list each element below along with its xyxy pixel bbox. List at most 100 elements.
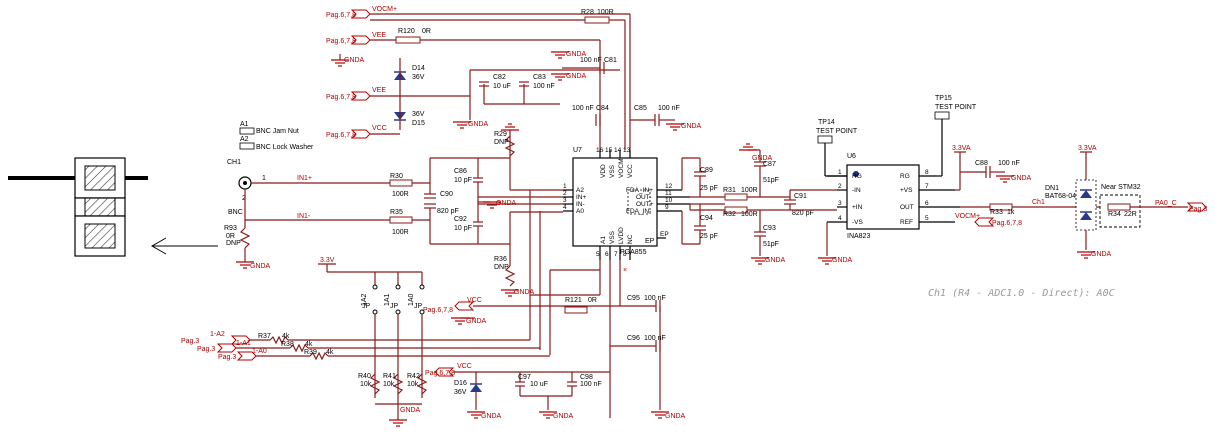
net-in-plus: IN1+	[297, 175, 312, 182]
r28-ref: R28	[581, 9, 594, 16]
d16-val: 36V	[454, 389, 467, 396]
gnda-8: GNDA	[250, 263, 271, 270]
r38-val: 4k	[305, 341, 313, 348]
c89-val: 25 pF	[700, 185, 718, 192]
c90-ref: C90	[440, 191, 453, 198]
c89-ref: C89	[700, 167, 713, 174]
dn1-ref: DN1	[1045, 185, 1059, 192]
tp15-ref: TP15	[935, 95, 952, 102]
gnda-18: GNDA	[553, 413, 574, 420]
a2-ref: A2	[240, 136, 249, 143]
gnda-13: GNDA	[1091, 251, 1112, 258]
r34-val: 22R	[1124, 211, 1137, 218]
d16-ref: D16	[454, 380, 467, 387]
c93-val: 51pF	[763, 241, 779, 248]
r30-val: 100R	[392, 191, 409, 198]
u6-ref: U6	[847, 153, 856, 160]
r121-ref: R121	[565, 297, 582, 304]
a1-desc: BNC Jam Nut	[256, 128, 299, 135]
gnda-4: GNDA	[681, 123, 702, 130]
u7-pin15-name: VSS	[609, 164, 616, 178]
sig-1a1: 1-A1	[236, 340, 251, 347]
u7-pin13-num: 13	[623, 147, 631, 154]
address-jumpers: 3.3V 1A2 JP 1A1 JP 1A0 JP Pag.3 1-A2 R37…	[181, 257, 550, 427]
pag3-a0: Pag.3	[218, 354, 236, 361]
r35-val: 100R	[392, 229, 409, 236]
r121-val: 0R	[588, 297, 597, 304]
u6-pin1-name: RG	[852, 173, 862, 180]
gnda-11: GNDA	[832, 257, 853, 264]
c92-val: 10 pF	[454, 225, 472, 232]
v33a-port-1: 3.3VA	[952, 145, 971, 152]
c85-val: 100 nF	[658, 105, 680, 112]
u7-pin4-name: A0	[576, 208, 584, 215]
c82-ref: C82	[493, 74, 506, 81]
r41-ref: R41	[383, 373, 396, 380]
u7-ref: U7	[573, 147, 582, 154]
jp-1a1-val: JP	[390, 303, 399, 310]
u7-pin7-name: LVDD	[618, 227, 625, 244]
r30-ref: R30	[390, 173, 403, 180]
gnda-2: GNDA	[566, 73, 587, 80]
gnda-7: GNDA	[514, 289, 535, 296]
r29-val: DNP	[494, 139, 509, 146]
u7-part: PGA855	[620, 249, 647, 256]
bottom-supply: Pag.6,7,8 VCC GNDA R121 0R C95 100 nF C9…	[423, 294, 686, 420]
u6-pin8-num: 8	[925, 169, 929, 176]
pag3-a2: Pag.3	[181, 338, 199, 345]
c98-val: 100 nF	[580, 381, 602, 388]
r39-val: 4k	[326, 349, 334, 356]
r93-ref: R93	[224, 225, 237, 232]
power-rails-top: Pag.6,7,8 VOCM+ R28 100R Pag.6,7,8 VEE R…	[326, 6, 702, 150]
vee-port-2: VEE	[372, 87, 386, 94]
gnda-5: GNDA	[468, 121, 489, 128]
gnda-16: GNDA	[665, 413, 686, 420]
u7-pin3-num: 3	[563, 197, 567, 204]
pag-vcc2: Pag.6,7,8	[423, 307, 453, 314]
r37-ref: R37	[258, 333, 271, 340]
net-in-minus: IN1-	[297, 213, 311, 220]
gnda-3: GNDA	[566, 51, 587, 58]
gnda-15: GNDA	[466, 318, 487, 325]
u7-pin5-name: A1	[600, 236, 607, 244]
ch1-ref: CH1	[227, 159, 241, 166]
sig-1a0: 1-A0	[252, 348, 267, 355]
c84-val: 100 nF	[572, 105, 594, 112]
tp14-val: TEST POINT	[816, 128, 858, 135]
v33-port: 3.3V	[320, 257, 335, 264]
c86-val: 10 pF	[454, 177, 472, 184]
jp-1a0-ref: 1A0	[408, 293, 415, 306]
r38-ref: R38	[281, 341, 294, 348]
c91-ref: C91	[794, 193, 807, 200]
c90-val: 820 pF	[437, 208, 459, 215]
pag3-out: Pag.3	[1189, 206, 1207, 213]
dn1-val: BAT68-04	[1045, 193, 1076, 200]
c88-val: 100 nF	[998, 160, 1020, 167]
pag-vee1: Pag.6,7,8	[326, 38, 356, 45]
u7-pin14-num: 14	[614, 147, 622, 154]
jp-1a2-ref: 1A2	[361, 293, 368, 306]
c83-ref: C83	[533, 74, 546, 81]
u7-pin12-num: 12	[665, 183, 673, 190]
r93-dnp: DNP	[226, 240, 241, 247]
u7-pin9-num: 9	[665, 204, 669, 211]
differential-filter: C89 25 pF C94 25 pF R31 100R R32 100R GN…	[681, 143, 837, 265]
bnc-mechanical-drawing	[8, 157, 218, 257]
gnda-10: GNDA	[765, 257, 786, 264]
u7-wiring	[478, 190, 621, 418]
vocm-port-2: VOCM+	[955, 213, 980, 220]
c94-val: 25 pF	[700, 233, 718, 240]
vocm-port: VOCM+	[372, 6, 397, 13]
u7-pin3-name: IN-	[576, 201, 585, 208]
c81-val: 100 nF	[580, 57, 602, 64]
d15-val: 36V	[412, 111, 425, 118]
r120-ref: R120	[398, 28, 415, 35]
c97-ref: C97	[518, 374, 531, 381]
r41-val: 10k	[383, 381, 395, 388]
u7-pin2-num: 2	[563, 190, 567, 197]
u6-pin5-num: 5	[925, 215, 929, 222]
channel-annotation: Ch1 (R4 - ADC1.0 - Direct): A0C	[928, 288, 1115, 299]
u7-pga855: U7 PGA855 EP 1 A2 2 IN+ 3 IN- 4 A0 12 FD…	[563, 147, 690, 274]
u7-pin9-name: FDA_IN-	[626, 208, 651, 215]
c84-ref: C84	[596, 105, 609, 112]
